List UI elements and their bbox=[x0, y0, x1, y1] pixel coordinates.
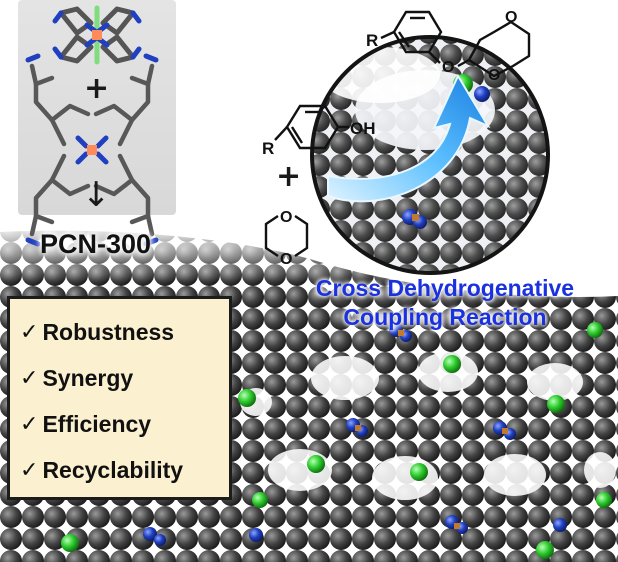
copper-complex-structure bbox=[52, 5, 142, 65]
property-label: Recyclability bbox=[42, 456, 184, 483]
check-icon: ✓ bbox=[20, 411, 39, 437]
check-icon: ✓ bbox=[20, 319, 39, 345]
property-item: ✓ Robustness bbox=[20, 309, 229, 355]
dioxane-o-bottom-label: O bbox=[280, 251, 292, 268]
reaction-title: Cross Dehydrogenative Coupling Reaction bbox=[280, 274, 610, 332]
property-label: Robustness bbox=[42, 318, 175, 345]
phenol-r-label: R bbox=[262, 139, 274, 158]
check-icon: ✓ bbox=[20, 365, 39, 391]
dioxane-structure bbox=[264, 215, 309, 257]
reaction-title-line-2: Coupling Reaction bbox=[343, 304, 547, 330]
property-item: ✓ Recyclability bbox=[20, 447, 229, 493]
property-label: Efficiency bbox=[42, 410, 152, 437]
reaction-title-line-1: Cross Dehydrogenative bbox=[315, 275, 575, 301]
property-item: ✓ Synergy bbox=[20, 355, 229, 401]
product-structure bbox=[380, 10, 531, 78]
product-dioxane-o-top-label: O bbox=[505, 9, 517, 26]
phenol-structure bbox=[274, 104, 349, 150]
property-label: Synergy bbox=[42, 364, 134, 391]
phenol-oh-label: OH bbox=[350, 119, 376, 138]
plus-sign-blocks: + bbox=[84, 71, 110, 106]
properties-box: ✓ Robustness ✓ Synergy ✓ Efficiency ✓ Re… bbox=[7, 296, 232, 500]
porphyrin-ligand-structure bbox=[25, 53, 159, 247]
plus-sign-reactants: + bbox=[276, 159, 302, 194]
framework-name-label: PCN-300 bbox=[40, 229, 152, 259]
product-dioxane-o-bottom-label: O bbox=[488, 67, 500, 84]
down-arrow-icon: ↓ bbox=[82, 175, 111, 215]
product-r-label: R bbox=[366, 31, 378, 50]
check-icon: ✓ bbox=[20, 457, 39, 483]
property-item: ✓ Efficiency bbox=[20, 401, 229, 447]
dioxane-o-top-label: O bbox=[280, 209, 292, 226]
magnifier-lens bbox=[310, 35, 550, 275]
product-ether-o-label: O bbox=[442, 59, 454, 76]
reaction-arrow bbox=[327, 73, 491, 203]
